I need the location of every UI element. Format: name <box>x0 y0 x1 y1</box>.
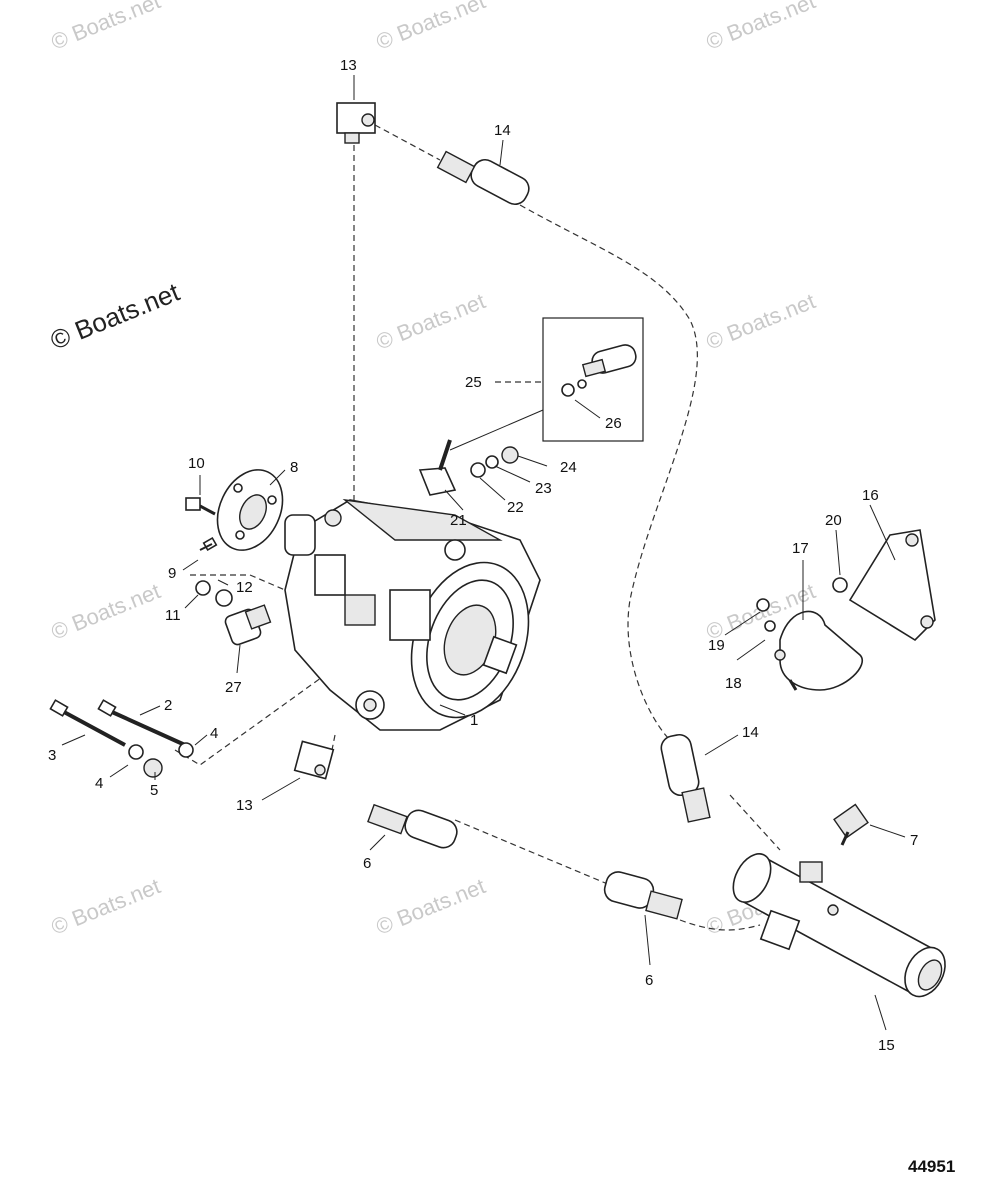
callout-24: 24 <box>560 459 577 476</box>
watermark-main: © Boats.net <box>46 276 184 355</box>
bolt-3 <box>49 699 126 747</box>
coupler-flange <box>216 469 284 551</box>
screw-18 <box>788 679 798 691</box>
callout-4b: 4 <box>210 725 218 742</box>
diagram-reference-number: 44951 <box>908 1157 955 1176</box>
washer-19 <box>756 598 770 612</box>
hose-fitting-6-right <box>603 871 683 920</box>
hose-fitting-14-right <box>660 733 711 823</box>
elbow-13-top <box>336 102 376 144</box>
callout-4a: 4 <box>95 775 103 792</box>
watermark-ml: © Boats.net <box>48 578 164 644</box>
callout-6a: 6 <box>363 855 371 872</box>
watermark-bl: © Boats.net <box>48 873 164 939</box>
washer-23 <box>485 455 499 469</box>
sensor-7 <box>833 803 869 846</box>
route-14-loop <box>519 204 698 741</box>
callout-labels: 1 2 3 4 4 5 6 6 7 8 9 10 11 12 13 13 14 … <box>48 57 918 1054</box>
elbow-13-lower <box>293 740 335 780</box>
bolt-10 <box>185 497 216 516</box>
route-6-15 <box>679 919 761 931</box>
route-14-15 <box>729 794 781 851</box>
washer-4b <box>178 742 194 758</box>
callout-18: 18 <box>725 675 742 692</box>
callout-16: 16 <box>862 487 879 504</box>
callout-11: 11 <box>165 607 181 624</box>
leader-lines <box>61 75 906 1031</box>
clamp-17 <box>774 610 863 691</box>
washer-22 <box>470 462 486 478</box>
bracket-16 <box>848 529 936 642</box>
callout-21: 21 <box>450 512 467 529</box>
callout-14b: 14 <box>742 724 759 741</box>
hose-fitting-6-left <box>367 803 458 849</box>
callout-19: 19 <box>708 637 725 654</box>
callout-17: 17 <box>792 540 809 557</box>
washer-4a <box>128 744 144 760</box>
watermark-tc: © Boats.net <box>373 0 489 55</box>
route-6-6 <box>454 819 611 886</box>
cooler-15 <box>732 853 946 998</box>
callout-22: 22 <box>507 499 524 516</box>
callout-1: 1 <box>470 712 478 729</box>
callout-20: 20 <box>825 512 842 529</box>
nut-20 <box>832 577 848 593</box>
nut-12 <box>215 589 233 607</box>
washer-18 <box>764 620 776 632</box>
callout-3: 3 <box>48 747 56 764</box>
watermark-tr: © Boats.net <box>703 0 819 55</box>
detail-box-25 <box>542 317 644 442</box>
fitting-27 <box>224 604 272 646</box>
transmission-housing <box>284 498 541 731</box>
route-4-bracket <box>174 674 326 766</box>
hose-fitting-14-top <box>436 150 530 206</box>
watermark-mc: © Boats.net <box>373 288 489 354</box>
callout-8: 8 <box>290 459 298 476</box>
callout-15: 15 <box>878 1037 895 1054</box>
watermark-bc: © Boats.net <box>373 873 489 939</box>
callout-2: 2 <box>164 697 172 714</box>
callout-25: 25 <box>465 374 482 391</box>
nut-11 <box>195 580 211 596</box>
callout-13b: 13 <box>236 797 253 814</box>
callout-23: 23 <box>535 480 552 497</box>
callout-27: 27 <box>225 679 242 696</box>
route-12-bracket <box>190 574 286 591</box>
callout-12: 12 <box>236 579 253 596</box>
bracket-21 <box>418 439 457 496</box>
callout-13a: 13 <box>340 57 357 74</box>
callout-10: 10 <box>188 455 205 472</box>
screw-9 <box>199 536 218 552</box>
callout-26: 26 <box>605 415 622 432</box>
nut-24 <box>501 446 519 464</box>
watermark-mr: © Boats.net <box>703 288 819 354</box>
routing-lines <box>174 124 781 931</box>
callout-5: 5 <box>150 782 158 799</box>
watermark-tl: © Boats.net <box>48 0 164 55</box>
bolt-2 <box>97 699 186 747</box>
callout-6b: 6 <box>645 972 653 989</box>
callout-14a: 14 <box>494 122 511 139</box>
callout-7: 7 <box>910 832 918 849</box>
callout-9: 9 <box>168 565 176 582</box>
elbow-fitting-detail <box>561 344 637 397</box>
nut-5 <box>143 758 163 778</box>
route-13-14 <box>374 124 441 161</box>
